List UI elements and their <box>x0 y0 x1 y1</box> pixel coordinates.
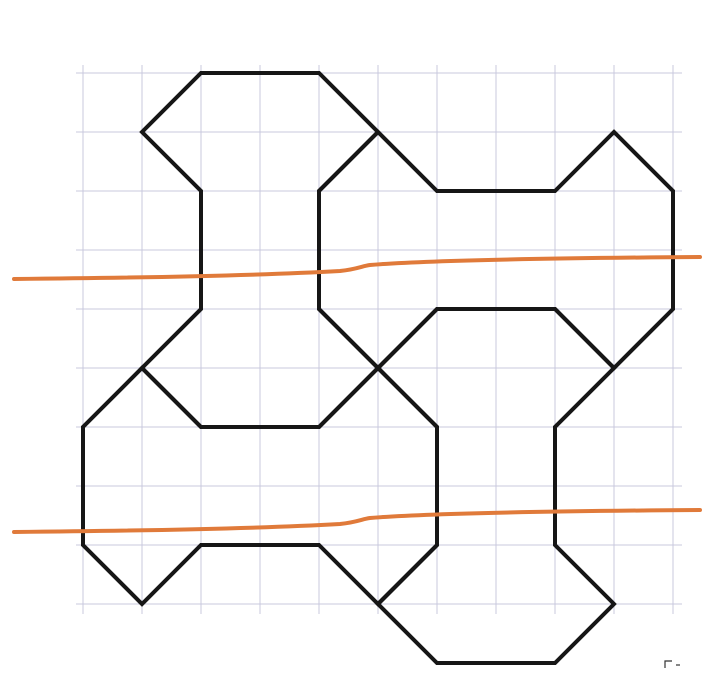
tile-bottom-right <box>375 307 617 665</box>
upper-cut-line <box>12 255 702 281</box>
cut-lines <box>12 255 702 534</box>
tile-outlines <box>81 71 675 665</box>
lower-cut-line <box>12 508 702 534</box>
corner-bracket-icon <box>664 660 680 668</box>
